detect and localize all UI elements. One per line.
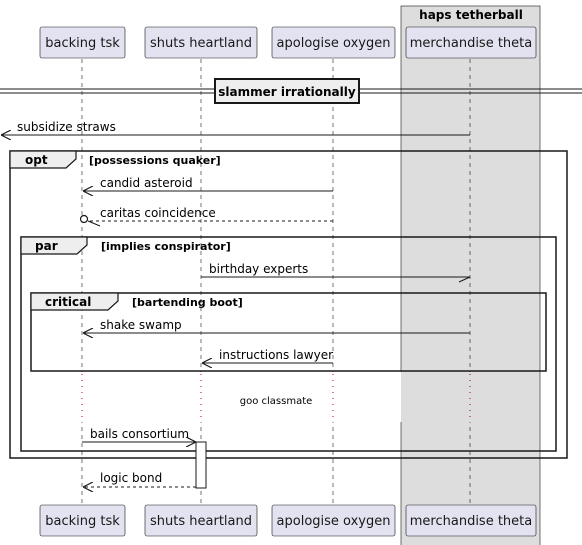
fragment-tag: opt	[25, 153, 48, 167]
message-label: logic bond	[100, 471, 162, 485]
message-label: caritas coincidence	[100, 206, 216, 220]
delay-label: goo classmate	[240, 396, 313, 407]
message-label: bails consortium	[90, 427, 189, 441]
message-label: subsidize straws	[17, 120, 116, 134]
message-label: birthday experts	[209, 262, 308, 276]
separator: slammer irrationally	[0, 78, 582, 104]
participant-apologise-oxygen-bottom[interactable]: apologise oxygen	[271, 504, 396, 537]
participant-shuts-heartland-bottom[interactable]: shuts heartland	[144, 504, 258, 537]
fragment-critical: critical [bartending boot]	[30, 292, 547, 372]
participant-label: backing tsk	[45, 36, 120, 51]
participant-apologise-oxygen-top[interactable]: apologise oxygen	[271, 26, 396, 59]
message-logic-bond: logic bond	[84, 471, 196, 487]
fragment-tag: critical	[45, 295, 91, 309]
activation-box	[195, 441, 207, 489]
participant-backing-tsk-bottom[interactable]: backing tsk	[39, 504, 126, 537]
box-group: haps tetherball	[400, 5, 541, 545]
participant-label: apologise oxygen	[277, 514, 391, 529]
box-title: haps tetherball	[419, 8, 523, 22]
lifelines	[81, 59, 471, 505]
participant-label: shuts heartland	[150, 514, 252, 529]
fragment-tag: par	[35, 239, 58, 253]
message-label: instructions lawyer	[219, 348, 333, 362]
participant-label: merchandise theta	[410, 36, 532, 51]
delay-section: goo classmate	[60, 372, 500, 422]
message-label: shake swamp	[100, 318, 182, 332]
message-label: candid asteroid	[100, 176, 193, 190]
fragment-condition: [possessions quaker]	[89, 154, 221, 167]
fragment-par: par [implies conspirator]	[20, 236, 557, 452]
participant-shuts-heartland-top[interactable]: shuts heartland	[144, 26, 258, 59]
message-shake-swamp: shake swamp	[84, 318, 470, 333]
participant-label: merchandise theta	[410, 514, 532, 529]
message-candid-asteroid: candid asteroid	[84, 176, 333, 191]
separator-label: slammer irrationally	[218, 85, 356, 99]
message-instructions-lawyer: instructions lawyer	[203, 348, 333, 363]
message-subsidize-straws: subsidize straws	[2, 120, 470, 135]
message-bails-consortium: bails consortium	[82, 427, 195, 442]
fragment-condition: [bartending boot]	[132, 296, 243, 309]
participant-merchandise-theta-top[interactable]: merchandise theta	[405, 26, 537, 59]
participant-backing-tsk-top[interactable]: backing tsk	[39, 26, 126, 59]
participant-label: shuts heartland	[150, 36, 252, 51]
participant-merchandise-theta-bottom[interactable]: merchandise theta	[405, 504, 537, 537]
participant-label: apologise oxygen	[277, 36, 391, 51]
lost-message-circle	[79, 214, 89, 224]
fragment-opt: opt [possessions quaker]	[9, 150, 568, 459]
message-birthday-experts: birthday experts	[201, 262, 471, 283]
participant-label: backing tsk	[45, 514, 120, 529]
fragment-condition: [implies conspirator]	[101, 240, 231, 253]
message-caritas-coincidence: caritas coincidence	[79, 206, 333, 227]
